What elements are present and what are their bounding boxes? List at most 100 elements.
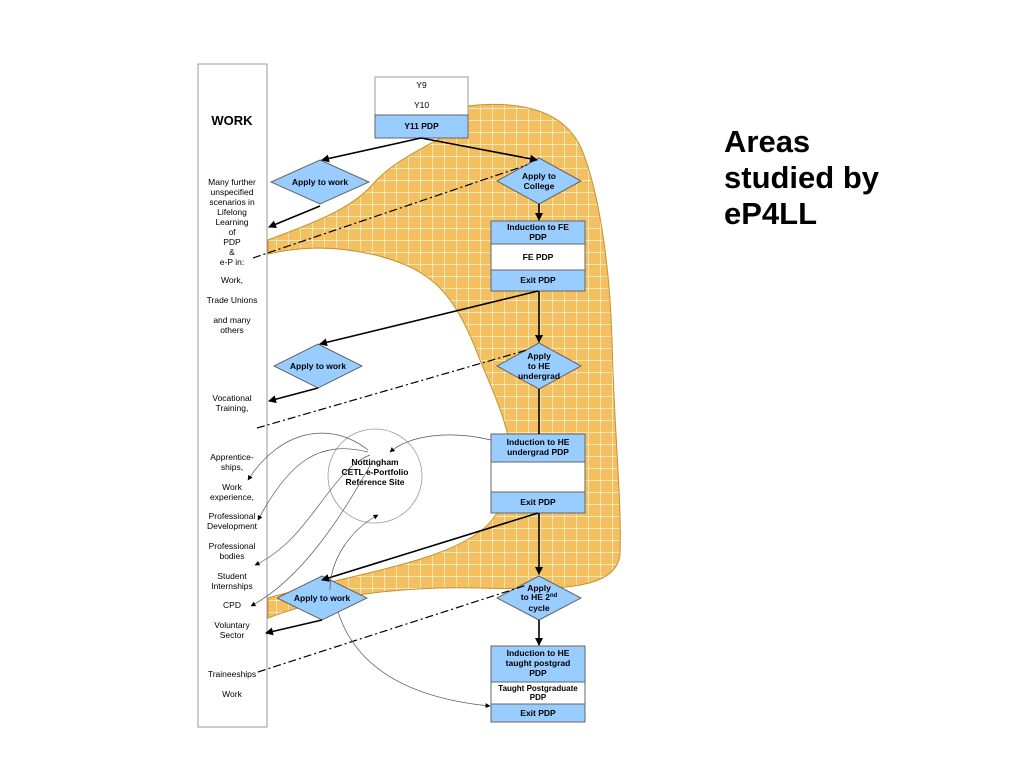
curve-internships	[250, 461, 373, 607]
label-line: Trade Unions	[207, 295, 258, 305]
label-line: Sector	[220, 630, 245, 640]
label-line: Apply	[527, 351, 551, 361]
apply-he-2nd-label-2: to HE 2nd	[521, 592, 558, 602]
apply-to-work-label-3: Apply to work	[294, 593, 350, 603]
label-line: Work	[222, 689, 242, 699]
label-line: PDP	[530, 693, 547, 702]
label-line: Learning	[215, 217, 248, 227]
label-line: Lifelong	[217, 207, 247, 217]
apply-to-work-label-2: Apply to work	[290, 361, 346, 371]
apply-he-2nd-label-3: cycle	[528, 603, 550, 613]
label-line: &	[229, 247, 235, 257]
label-line: CPD	[223, 600, 241, 610]
bold-arrows	[265, 137, 543, 646]
label-line: Work,	[221, 275, 243, 285]
label-line: PDP	[529, 668, 547, 678]
label-line: e-P in:	[220, 257, 244, 267]
label-line: Internships	[211, 581, 253, 591]
arrow-work1-to-panel	[268, 205, 321, 229]
label-line: Student	[217, 571, 247, 581]
arrow-y11-to-college	[420, 137, 538, 163]
label-line: PDP	[223, 237, 241, 247]
label-line: bodies	[219, 551, 244, 561]
he-postgrad-induction-box	[490, 645, 586, 683]
fe-exit-label: Exit PDP	[520, 275, 556, 285]
curve-to-postgrad-exit	[337, 611, 491, 709]
apply-he-2nd-label-1: Apply	[527, 583, 551, 593]
label-line: Induction to HE	[507, 648, 570, 658]
label-line: scenarios in	[209, 197, 255, 207]
arrow-work3-to-panel	[265, 619, 323, 636]
label-line: others	[220, 325, 244, 335]
curve-workexp	[257, 448, 369, 521]
label-line: Apprentice-	[210, 452, 254, 462]
he-undergrad-exit-label: Exit PDP	[520, 497, 556, 507]
label-line: Professional	[209, 541, 256, 551]
label-line: Apply to work	[292, 177, 348, 187]
label-line: Apply to work	[294, 593, 350, 603]
label-line: taught postgrad	[506, 658, 571, 668]
dash-line-1	[252, 164, 528, 259]
label-line: Development	[207, 521, 258, 531]
label-line: CETL e-Portfolio	[342, 467, 409, 477]
title-line-3: eP4LL	[724, 196, 818, 231]
curve-apprentice	[247, 432, 369, 481]
label-line: of	[228, 227, 236, 237]
arrow-fe-exit-to-work	[319, 290, 539, 347]
label-line: Many further	[208, 177, 256, 187]
curve-from-he-induction	[389, 434, 492, 453]
dash-line-3	[257, 584, 528, 673]
he-undergrad-pdp-box	[490, 461, 586, 493]
apply-to-work-diamond-1	[269, 159, 371, 205]
label-line: undergrad	[518, 371, 560, 381]
label-line: Traineeships	[208, 669, 256, 679]
label-line: unspecified	[210, 187, 253, 197]
thin-connectors	[247, 432, 492, 709]
y11-pdp-label: Y11 PDP	[404, 121, 439, 131]
apply-to-work-label-1: Apply to work	[292, 177, 348, 187]
nottingham-circle	[327, 428, 423, 524]
label-line: and many	[213, 315, 251, 325]
label-line: ships,	[221, 462, 243, 472]
work-panel	[197, 63, 268, 728]
dash-line-2	[256, 349, 528, 429]
he-postgrad-exit-box	[490, 703, 586, 723]
dashed-lines	[252, 164, 528, 673]
fe-pdp-label: FE PDP	[523, 252, 554, 262]
work-heading: WORK	[211, 113, 253, 128]
y9-box	[374, 76, 469, 116]
label-line: College	[524, 181, 555, 191]
label-line: Training,	[216, 403, 249, 413]
label-line: Induction to HE	[507, 437, 570, 447]
label-line: to HE	[528, 361, 551, 371]
y10-label: Y10	[414, 100, 429, 110]
arrow-work2-to-panel	[268, 387, 319, 404]
title-line-2: studied by	[724, 160, 880, 195]
label-line: Induction to FE	[507, 222, 569, 232]
he-postgrad-exit-label: Exit PDP	[520, 708, 556, 718]
label-line: Nottingham	[351, 457, 399, 467]
fe-pdp-box	[490, 243, 586, 271]
curve-apply-work-to-circle	[329, 514, 379, 591]
label-line: Apply to	[522, 171, 556, 181]
label-line: Reference Site	[345, 477, 404, 487]
label-line: Voluntary	[214, 620, 250, 630]
label-line: Apply to work	[290, 361, 346, 371]
slide-title: Areas studied by eP4LL	[724, 124, 984, 232]
title-line-1: Areas	[724, 124, 811, 159]
label-line: undergrad PDP	[507, 447, 569, 457]
label-line: PDP	[529, 232, 547, 242]
y9-label: Y9	[416, 80, 427, 90]
label-line: Vocational	[212, 393, 251, 403]
label-line: Work	[222, 482, 242, 492]
arrow-y11-to-work	[321, 137, 422, 163]
label-line: Taught Postgraduate	[498, 684, 578, 693]
